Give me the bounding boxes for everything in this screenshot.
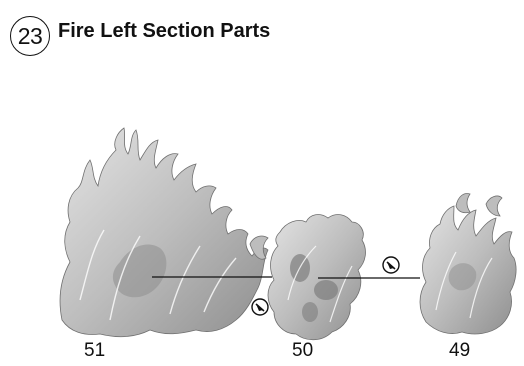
page-title: Fire Left Section Parts bbox=[58, 20, 271, 42]
part-number-49: 49 bbox=[449, 340, 471, 361]
flame-cluster-medium-icon bbox=[419, 193, 517, 335]
step-number-badge: 23 bbox=[10, 16, 50, 56]
part-number-51: 51 bbox=[84, 340, 106, 361]
screw-icon bbox=[251, 298, 269, 316]
flame-cluster-large-icon bbox=[59, 127, 269, 338]
flame-cluster-small-icon bbox=[267, 214, 366, 341]
part-number-50: 50 bbox=[292, 340, 314, 361]
screw-icon bbox=[382, 256, 400, 274]
step-number: 23 bbox=[17, 22, 43, 49]
